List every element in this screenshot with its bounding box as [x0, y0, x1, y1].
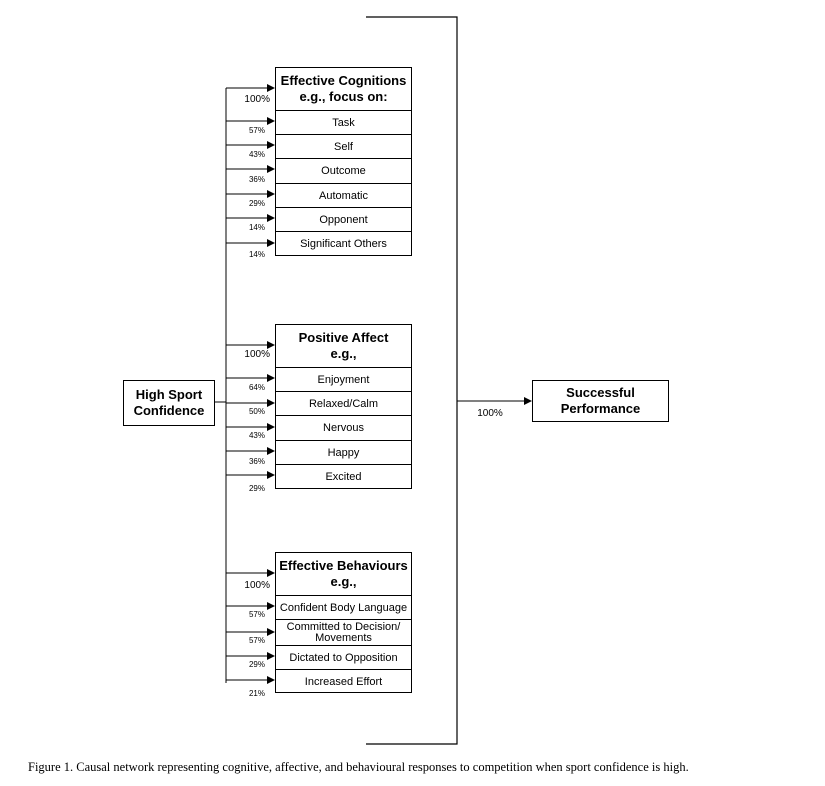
branch-percent: 29% — [248, 660, 265, 669]
list-item: Relaxed/Calm — [276, 391, 411, 416]
list-item: Confident Body Language — [276, 595, 411, 620]
target-percent: 100% — [477, 408, 503, 419]
branch-percent: 100% — [244, 94, 270, 105]
group-title: Effective Behaviours e.g., — [279, 558, 408, 589]
list-item: Significant Others — [276, 231, 411, 257]
branch-percent: 36% — [248, 457, 265, 466]
list-item: Committed to Decision/ Movements — [276, 619, 411, 646]
figure-caption: Figure 1. Causal network representing co… — [28, 760, 689, 774]
branch-percent: 14% — [248, 250, 265, 259]
source-node: High Sport Confidence — [123, 380, 215, 426]
list-item: Dictated to Opposition — [276, 645, 411, 670]
branch-percent: 14% — [248, 223, 265, 232]
branch-percent: 21% — [248, 689, 265, 698]
list-item: Excited — [276, 464, 411, 490]
branch-percent: 100% — [244, 580, 270, 591]
branch-percent: 29% — [248, 484, 265, 493]
list-item: Nervous — [276, 415, 411, 441]
branch-percent: 50% — [248, 407, 265, 416]
branch-percent: 43% — [248, 431, 265, 440]
branch-percent: 57% — [248, 610, 265, 619]
list-item: Outcome — [276, 158, 411, 184]
branch-percent: 43% — [248, 150, 265, 159]
branch-percent: 57% — [248, 126, 265, 135]
branch-percent: 100% — [244, 349, 270, 360]
list-item: Automatic — [276, 183, 411, 208]
source-label: High Sport Confidence — [133, 387, 205, 418]
branch-percent: 36% — [248, 175, 265, 184]
group-affect: Positive Affect e.g., Enjoyment Relaxed/… — [275, 324, 412, 489]
list-item: Increased Effort — [276, 669, 411, 694]
list-item: Happy — [276, 440, 411, 465]
group-title: Effective Cognitions e.g., focus on: — [280, 73, 407, 104]
target-label: Successful Performance — [560, 385, 641, 416]
branch-percent: 29% — [248, 199, 265, 208]
group-bracket — [366, 16, 458, 745]
list-item: Opponent — [276, 207, 411, 232]
group-title: Positive Affect e.g., — [298, 330, 389, 361]
branch-percent: 64% — [248, 383, 265, 392]
list-item: Task — [276, 110, 411, 135]
list-item: Enjoyment — [276, 367, 411, 392]
target-node: Successful Performance — [532, 380, 669, 422]
group-behaviours: Effective Behaviours e.g., Confident Bod… — [275, 552, 412, 693]
branch-percent: 57% — [248, 636, 265, 645]
list-item: Self — [276, 134, 411, 159]
group-cognitions: Effective Cognitions e.g., focus on: Tas… — [275, 67, 412, 256]
